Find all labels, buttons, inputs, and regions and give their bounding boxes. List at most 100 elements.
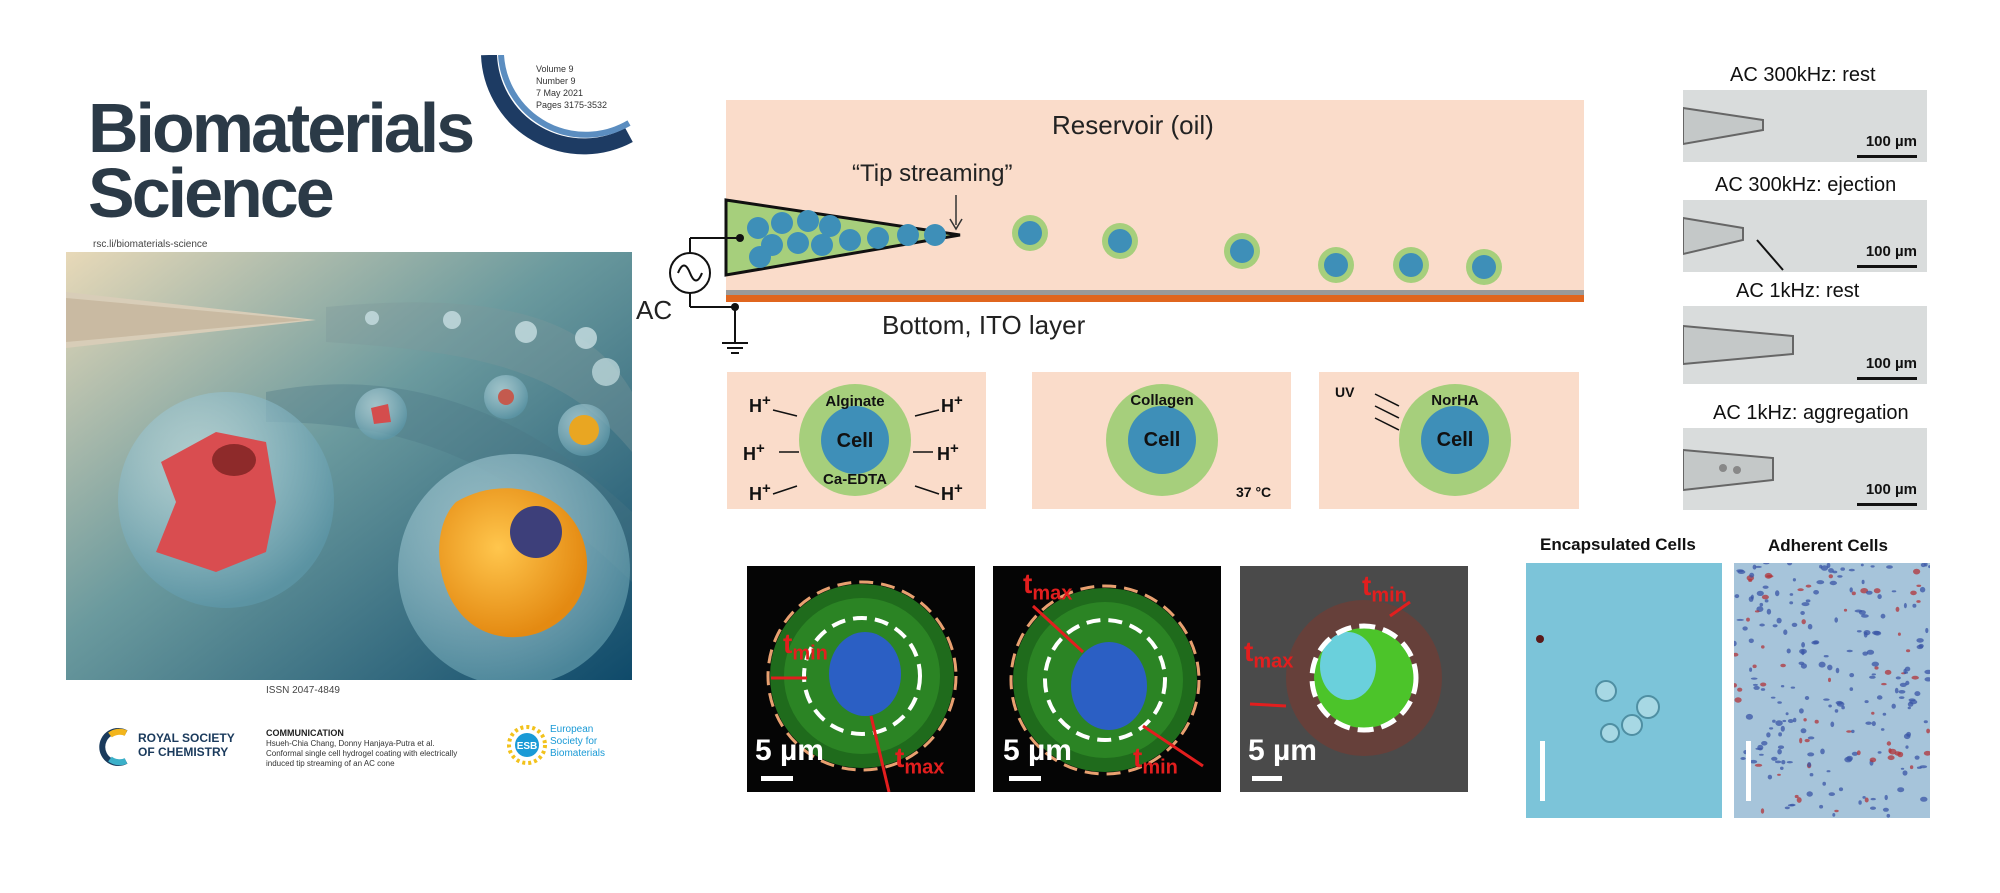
stain-dot <box>1752 564 1757 570</box>
stain-dot <box>1924 677 1930 682</box>
stain-dot <box>1786 761 1793 764</box>
stain-dot <box>1911 675 1919 680</box>
scale-bar <box>1009 776 1041 781</box>
stain-dot <box>1856 750 1861 756</box>
tip-streaming-label: “Tip streaming” <box>852 160 1013 187</box>
stain-dot <box>1873 631 1882 636</box>
stain-dot <box>1851 729 1855 734</box>
stain-dot <box>1870 806 1876 810</box>
stain-dot <box>1925 627 1929 634</box>
t-min-label: tmin <box>1133 742 1178 779</box>
stain-dot <box>1764 572 1773 579</box>
stain-dot <box>1807 736 1815 740</box>
alginate-panel: Alginate Cell Ca-EDTA H+ H+ H+ H+ H+ H+ <box>727 372 986 509</box>
stain-dot <box>1907 706 1911 710</box>
stain-dot <box>1832 570 1838 574</box>
cover-title-line1: Biomaterials <box>88 89 475 167</box>
stain-dot <box>1866 649 1875 655</box>
stain-dot <box>1760 808 1765 814</box>
stain-dot <box>1858 610 1866 615</box>
stain-dot <box>1873 588 1881 594</box>
ac-title-1: AC 300kHz: rest <box>1730 64 1876 86</box>
stain-dot <box>1871 661 1879 667</box>
stain-dot <box>1897 787 1905 793</box>
stain-dot <box>1910 590 1917 596</box>
stain-dot <box>1897 632 1901 636</box>
stain-dot <box>1914 691 1921 697</box>
stain-dot <box>1923 750 1930 756</box>
stain-dot <box>1754 565 1762 568</box>
stain-dot <box>1886 565 1893 569</box>
stain-dot <box>1834 617 1838 623</box>
stain-dot <box>1754 763 1763 767</box>
stain-dot <box>1864 700 1869 704</box>
hplus-ion: H+ <box>743 440 765 464</box>
stain-dot <box>1789 601 1794 605</box>
micrograph-norha-image <box>1249 600 1442 756</box>
stain-dot <box>1761 594 1769 600</box>
stain-dot <box>1737 687 1743 692</box>
capillary-tip-image <box>1683 216 1784 271</box>
scale-label: 100 µm <box>1865 243 1917 260</box>
micrograph-collagen: tmax tmin 5 µm <box>993 566 1221 792</box>
adherent-cells-image <box>1734 563 1930 818</box>
stain-dot <box>1805 599 1811 603</box>
stain-dot <box>1756 590 1764 596</box>
adherent-cells-title: Adherent Cells <box>1768 536 1888 555</box>
stain-dot <box>1849 687 1854 691</box>
tip-streaming-schematic: Reservoir (oil) “Tip streaming” Bottom, … <box>630 95 1590 355</box>
stain-dot <box>1862 796 1866 799</box>
capillary-tip-image <box>1683 448 1774 492</box>
stain-dot <box>1769 727 1774 730</box>
norha-cell-drawing <box>1374 384 1511 496</box>
stain-dot <box>1749 572 1755 578</box>
stain-dot <box>1846 649 1853 653</box>
stain-dot <box>1801 602 1810 607</box>
stain-dot <box>1894 687 1899 694</box>
stain-dot <box>1775 720 1783 726</box>
stain-dot <box>1866 590 1873 595</box>
stain-dot <box>1856 630 1862 633</box>
stain-dot <box>1902 770 1908 776</box>
stain-dot <box>1823 698 1830 701</box>
stain-dot <box>1767 774 1773 780</box>
stain-dot <box>1861 614 1869 618</box>
stain-dot <box>1766 732 1771 738</box>
stain-dot <box>1742 626 1748 631</box>
stain-dot <box>1780 766 1784 770</box>
stain-dot <box>1898 696 1905 699</box>
stain-dot <box>1804 738 1810 743</box>
stain-dot <box>1828 704 1832 708</box>
stain-dot <box>1905 745 1909 749</box>
stain-dot <box>1916 766 1922 769</box>
rsc-line1: ROYAL SOCIETY <box>138 731 235 745</box>
stain-dot <box>1775 590 1780 597</box>
stain-dot <box>1891 590 1897 593</box>
stain-dot <box>1805 584 1812 588</box>
stain-dot <box>1923 720 1928 724</box>
stain-dot <box>1895 676 1901 680</box>
stain-dot <box>1784 806 1790 810</box>
capillary-tip-image <box>1683 324 1794 366</box>
alginate-cell-drawing <box>772 384 940 496</box>
rsc-logo-icon <box>99 728 128 766</box>
stain-dot <box>1828 792 1835 796</box>
stain-dot <box>1869 757 1877 763</box>
stain-dot <box>1740 757 1746 760</box>
stain-dot <box>1829 580 1837 586</box>
stain-dot <box>1801 649 1805 656</box>
esb-name: European Society for Biomaterials <box>550 724 605 760</box>
stain-dot <box>1888 748 1897 755</box>
stain-dot <box>1819 804 1824 809</box>
stain-dot <box>1828 574 1833 579</box>
stain-dot <box>1926 728 1930 734</box>
stain-dot <box>1834 709 1839 713</box>
stain-dot <box>1870 797 1876 801</box>
stain-dot <box>1880 613 1886 619</box>
stain-dot <box>1772 624 1778 628</box>
stain-dot <box>1804 696 1810 700</box>
stain-dot <box>1820 565 1829 571</box>
stain-dot <box>1851 751 1858 756</box>
hplus-ion: H+ <box>941 480 963 504</box>
stain-dot <box>1924 563 1928 567</box>
